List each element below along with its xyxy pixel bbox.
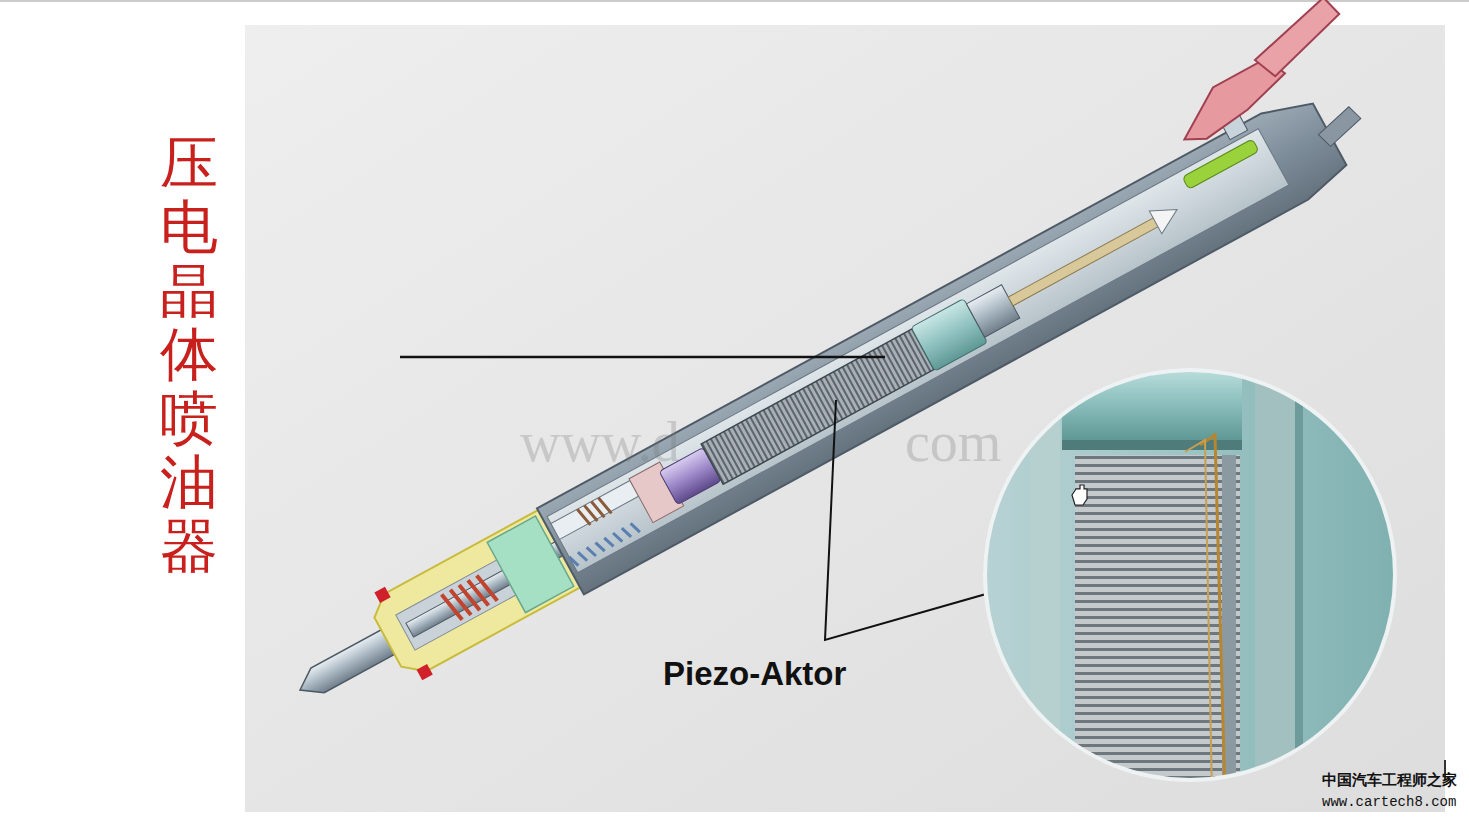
leader-line (400, 356, 885, 359)
return-port (1314, 104, 1366, 148)
nozzle-spring (442, 573, 498, 623)
stack-cap (966, 285, 1019, 338)
top-rule (0, 1, 1469, 2)
seal-ring (374, 587, 390, 603)
vertical-title: 压电晶体喷油器 (160, 132, 218, 579)
piezo-stack (701, 329, 934, 484)
valve-spring (569, 522, 640, 568)
watermark: com (905, 410, 1001, 474)
seal-ring (417, 664, 433, 680)
inset-wall (1030, 360, 1060, 790)
detail-inset (980, 360, 1400, 795)
coupler-spring (577, 496, 611, 527)
part-label: Piezo-Aktor (663, 655, 846, 693)
rod-tip (1149, 199, 1183, 234)
connector-plug (1244, 0, 1350, 81)
inset-border (985, 370, 1395, 780)
inset-wire (1185, 440, 1212, 795)
inset-wall (1255, 360, 1295, 790)
source-url: www.cartech8.com (1322, 794, 1456, 810)
inset-wall-edge (1295, 360, 1303, 790)
source-mark: 中国汽车工程师之家 (1322, 771, 1457, 790)
inset-piezo-stack (1075, 455, 1240, 795)
panel-ground (245, 25, 1445, 812)
inset-wire (1200, 435, 1225, 795)
watermark: www.d (520, 410, 680, 474)
connecting-rod (1008, 216, 1162, 306)
edge-filter (1182, 139, 1259, 190)
hand-cursor (1072, 485, 1087, 505)
